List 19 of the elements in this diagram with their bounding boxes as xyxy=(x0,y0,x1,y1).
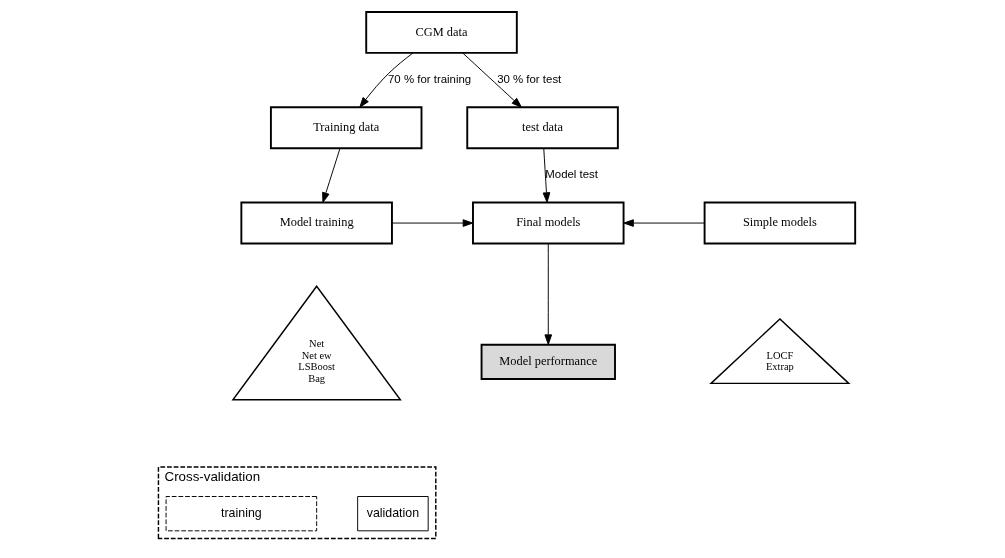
arrow xyxy=(622,219,705,227)
arrow xyxy=(321,148,340,203)
edge-label: 70 % for training xyxy=(387,73,471,86)
node-box: Model training xyxy=(239,201,393,245)
arrow xyxy=(543,243,552,345)
arrow xyxy=(391,219,473,227)
arrow xyxy=(358,52,413,108)
node-box: CGM data xyxy=(364,10,518,54)
node-box: Model performance xyxy=(480,343,616,381)
node-box: Training data xyxy=(269,106,422,150)
edge-label: Model test xyxy=(544,168,598,181)
arrow xyxy=(461,52,522,108)
edge-label: 30 % for test xyxy=(496,73,561,86)
node-box: Simple models xyxy=(703,201,856,245)
node-box: Final models xyxy=(471,201,625,245)
arrow xyxy=(542,148,550,203)
node-box: test data xyxy=(465,106,619,150)
node-box: validation xyxy=(356,496,429,532)
node-box: training xyxy=(165,496,317,532)
